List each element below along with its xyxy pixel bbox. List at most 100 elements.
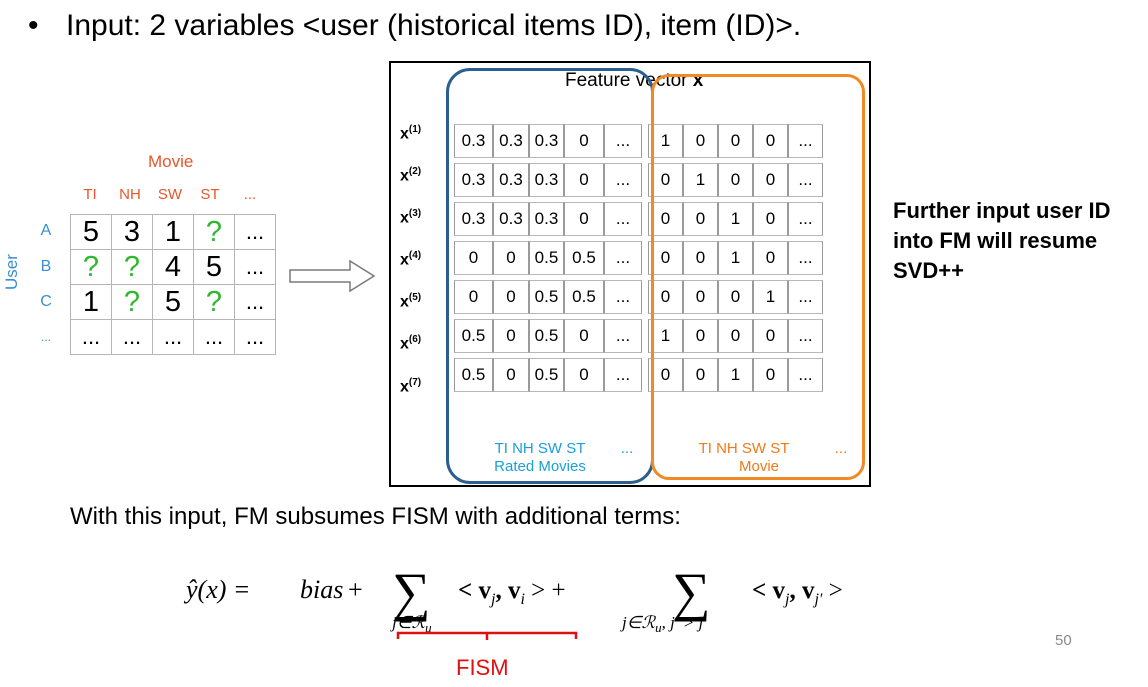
fism-label: FISM [456,655,509,680]
right-arrow-icon [289,259,376,293]
movie-cell: ... [788,319,823,353]
subsume-statement: With this input, FM subsumes FISM with a… [70,503,681,530]
feature-vector-box [389,61,871,487]
movie-cell: ... [788,358,823,392]
movie-cell: 0 [753,124,788,158]
headline: •Input: 2 variables <user (historical it… [28,6,801,46]
matrix-cell: ... [234,319,276,355]
matrix-cell: 4 [152,249,194,285]
movie-cell: 0 [718,163,753,197]
matrix-cell: ? [111,249,153,285]
movie-columns: TI NH SW ST [698,440,790,457]
movie-cell: 0 [648,241,683,275]
matrix-cell: ... [152,319,194,355]
matrix-cell: 5 [70,214,112,250]
movie-cell: 1 [718,241,753,275]
movie-cell: 0 [718,280,753,314]
formula-lhs: ŷ(x) = [183,575,250,604]
feature-row-label: x(6) [400,334,422,353]
bullet-icon: • [28,9,39,42]
page-number: 50 [1055,632,1072,649]
movie-cell: 0 [718,319,753,353]
rated-cell: 0.3 [454,124,493,158]
rated-cell: 0 [493,319,529,353]
matrix-row-header: A [40,222,52,239]
movie-group-outline [651,74,865,480]
rated-cell: ... [604,319,642,353]
movie-cell: 1 [683,163,718,197]
movie-cell: 0 [648,280,683,314]
term2: < vj, vj′ > [752,577,843,608]
rated-cell: 0 [454,241,493,275]
rated-cell: 0.5 [529,358,564,392]
movie-cell: 1 [753,280,788,314]
matrix-cell: ... [111,319,153,355]
movie-ellipsis: ... [834,440,848,457]
user-axis-label: User [2,254,21,290]
rated-cell: 0 [493,241,529,275]
rated-movies-ellipsis: ... [620,440,634,457]
rated-cell: 0 [564,358,604,392]
movie-cell: 0 [648,163,683,197]
sum2-subscript: j∈ℛu, j′ > j [620,613,704,635]
movie-cell: 1 [718,202,753,236]
rated-cell: 0.5 [454,358,493,392]
rated-movies-group-outline [446,68,654,484]
rated-cell: ... [604,280,642,314]
rated-movies-columns: TI NH SW ST [494,440,586,457]
movie-cell: 0 [753,163,788,197]
matrix-cell: ? [193,214,235,250]
rated-cell: ... [604,202,642,236]
rated-cell: 0.3 [493,163,529,197]
rated-cell: 0.5 [529,241,564,275]
rated-cell: 0 [493,358,529,392]
matrix-cell: ... [234,214,276,250]
sum1-sigma-icon: ∑ [392,562,431,622]
sum1-subscript: j∈ℛu [390,613,432,635]
rated-movies-caption: Rated Movies [494,458,586,475]
rated-cell: 0 [564,124,604,158]
term1: < vj, vi > + [458,577,566,608]
matrix-col-header: ST [200,186,220,203]
rated-cell: 0.3 [454,202,493,236]
movie-cell: 0 [753,202,788,236]
rated-cell: 0 [564,202,604,236]
matrix-cell: ? [70,249,112,285]
matrix-col-header: ... [243,186,257,203]
rated-cell: 0.3 [454,163,493,197]
movie-cell: ... [788,280,823,314]
rated-cell: 0.5 [564,241,604,275]
movie-cell: 0 [683,241,718,275]
sum2-sigma-icon: ∑ [672,562,711,622]
matrix-cell: ... [234,249,276,285]
movie-cell: ... [788,163,823,197]
matrix-cell: ... [193,319,235,355]
formula-bias: bias [300,575,343,604]
rated-cell: 0.3 [529,163,564,197]
rated-cell: 0 [564,163,604,197]
movie-axis-label: Movie [148,152,194,171]
matrix-col-header: SW [157,186,183,203]
rated-cell: 0.3 [529,202,564,236]
feature-row-label: x(5) [400,292,422,311]
movie-cell: ... [788,241,823,275]
matrix-row-header: B [40,258,52,275]
matrix-row-header: ... [40,330,51,344]
movie-cell: 0 [753,241,788,275]
rated-cell: ... [604,163,642,197]
movie-cell: 0 [683,358,718,392]
matrix-row: 1?5?... [70,284,276,320]
rated-cell: ... [604,358,642,392]
movie-cell: 1 [648,319,683,353]
rated-cell: 0.5 [529,319,564,353]
feature-row-label: x(7) [400,377,422,396]
movie-cell: 1 [718,358,753,392]
matrix-cell: ... [70,319,112,355]
